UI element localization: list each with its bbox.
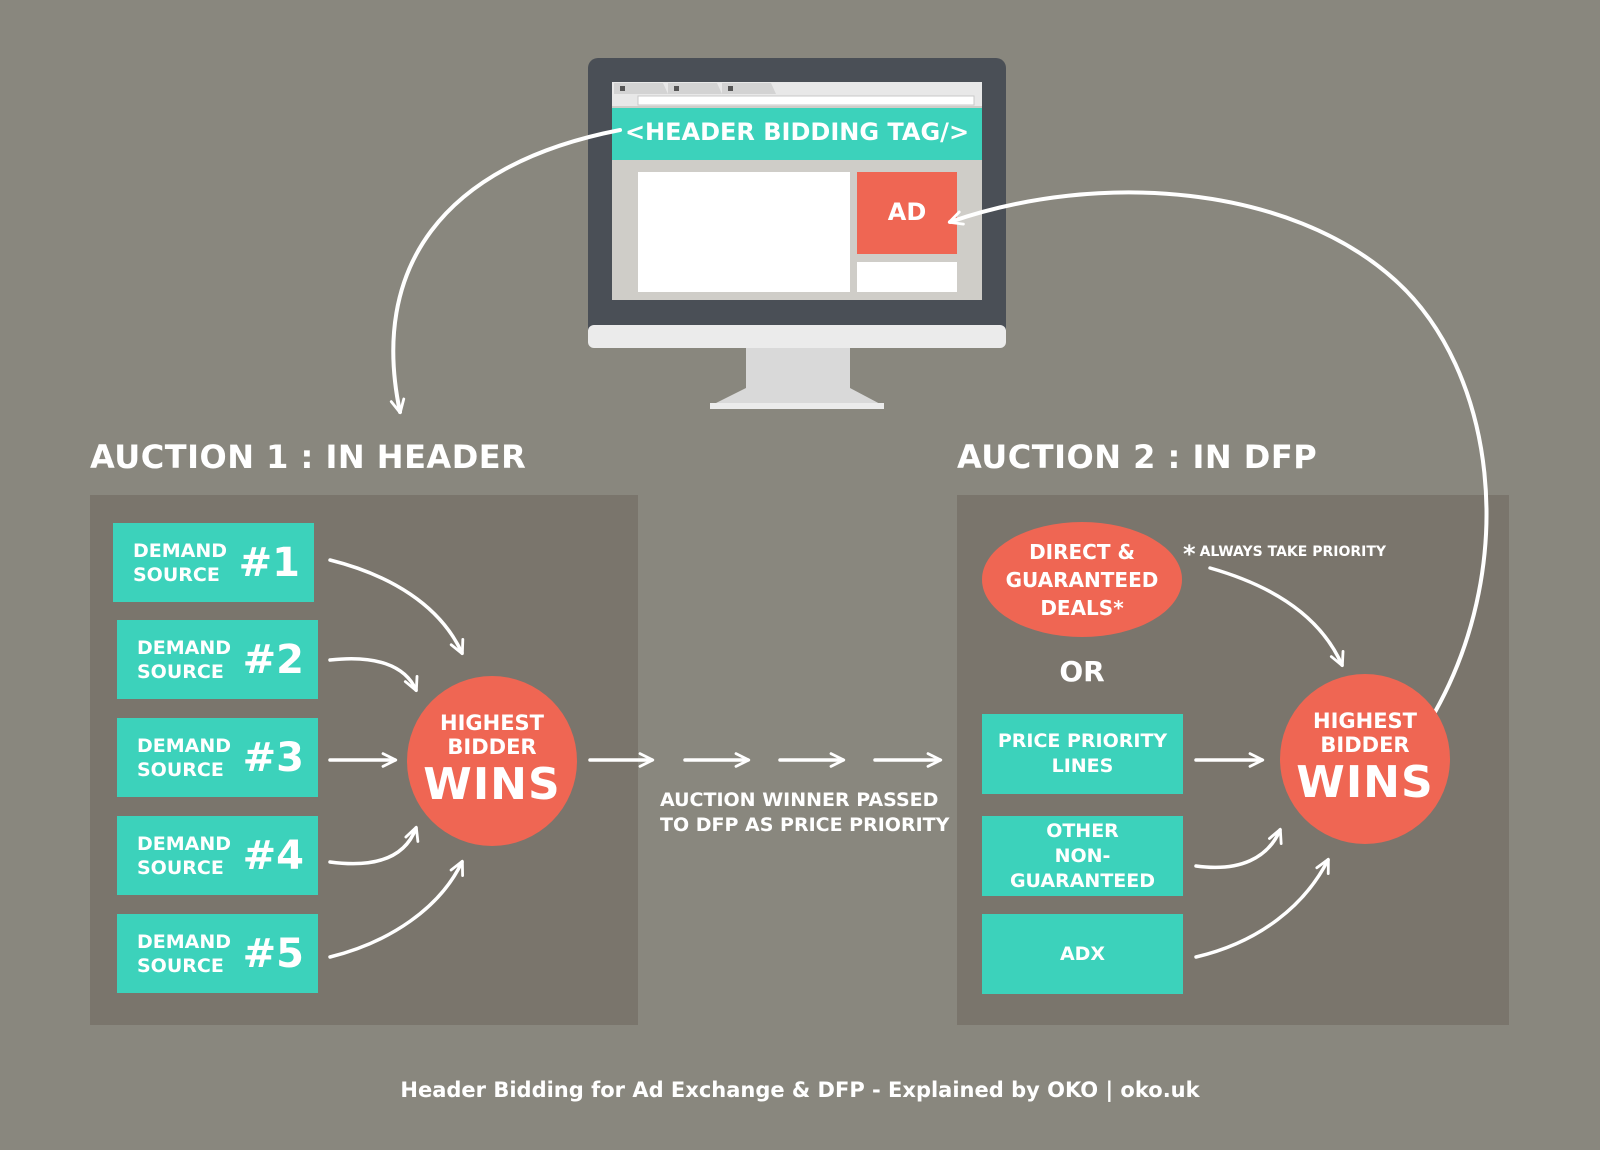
arrow-icon xyxy=(389,128,622,415)
demand-source-label: DEMAND SOURCE xyxy=(133,539,228,586)
demand-source-number: #2 xyxy=(242,636,304,683)
demand-source-label: DEMAND SOURCE xyxy=(137,636,232,683)
demand-source-number: #4 xyxy=(242,832,304,879)
arrow-icon xyxy=(1194,857,1330,959)
demand-source-label: DEMAND SOURCE xyxy=(137,832,232,879)
asterisk-icon: * xyxy=(1183,540,1196,568)
arrow-icon xyxy=(328,825,420,866)
arrow-icon xyxy=(328,657,419,693)
demand-source-number: #5 xyxy=(242,930,304,977)
demand-source-2: DEMAND SOURCE #2 xyxy=(117,620,318,699)
demand-source-number: #3 xyxy=(242,734,304,781)
direct-deals-oval: DIRECT & GUARANTEED DEALS* xyxy=(982,522,1182,637)
demand-source-1: DEMAND SOURCE #1 xyxy=(113,523,314,602)
adx-box: ADX xyxy=(982,914,1183,994)
arrow-icon xyxy=(328,558,465,656)
demand-source-4: DEMAND SOURCE #4 xyxy=(117,816,318,895)
priority-note: *ALWAYS TAKE PRIORITY xyxy=(1183,540,1387,568)
auction2-winner-circle: HIGHEST BIDDER WINS xyxy=(1280,674,1450,844)
auction2-heading: AUCTION 2 : IN DFP xyxy=(957,438,1318,476)
header-bidding-tag: <HEADER BIDDING TAG/> xyxy=(624,118,970,146)
price-priority-lines-box: PRICE PRIORITY LINES xyxy=(982,714,1183,794)
demand-source-number: #1 xyxy=(238,539,300,586)
demand-source-label: DEMAND SOURCE xyxy=(137,734,232,781)
passage-caption: AUCTION WINNER PASSED TO DFP AS PRICE PR… xyxy=(660,789,950,836)
demand-source-3: DEMAND SOURCE #3 xyxy=(117,718,318,797)
arrow-icon xyxy=(947,190,1489,714)
footer-credit: Header Bidding for Ad Exchange & DFP - E… xyxy=(400,1078,1200,1102)
arrow-icon xyxy=(328,859,464,959)
or-label: OR xyxy=(1059,655,1105,688)
other-non-guaranteed-box: OTHER NON-GUARANTEED xyxy=(982,816,1183,896)
ad-slot-label: AD xyxy=(887,198,927,226)
auction1-winner-circle: HIGHEST BIDDER WINS xyxy=(407,676,577,846)
monitor-icon xyxy=(588,58,1006,409)
arrow-icon xyxy=(1194,827,1283,870)
auction1-heading: AUCTION 1 : IN HEADER xyxy=(90,438,527,476)
demand-source-label: DEMAND SOURCE xyxy=(137,930,232,977)
arrow-icon xyxy=(1208,566,1345,668)
demand-source-5: DEMAND SOURCE #5 xyxy=(117,914,318,993)
